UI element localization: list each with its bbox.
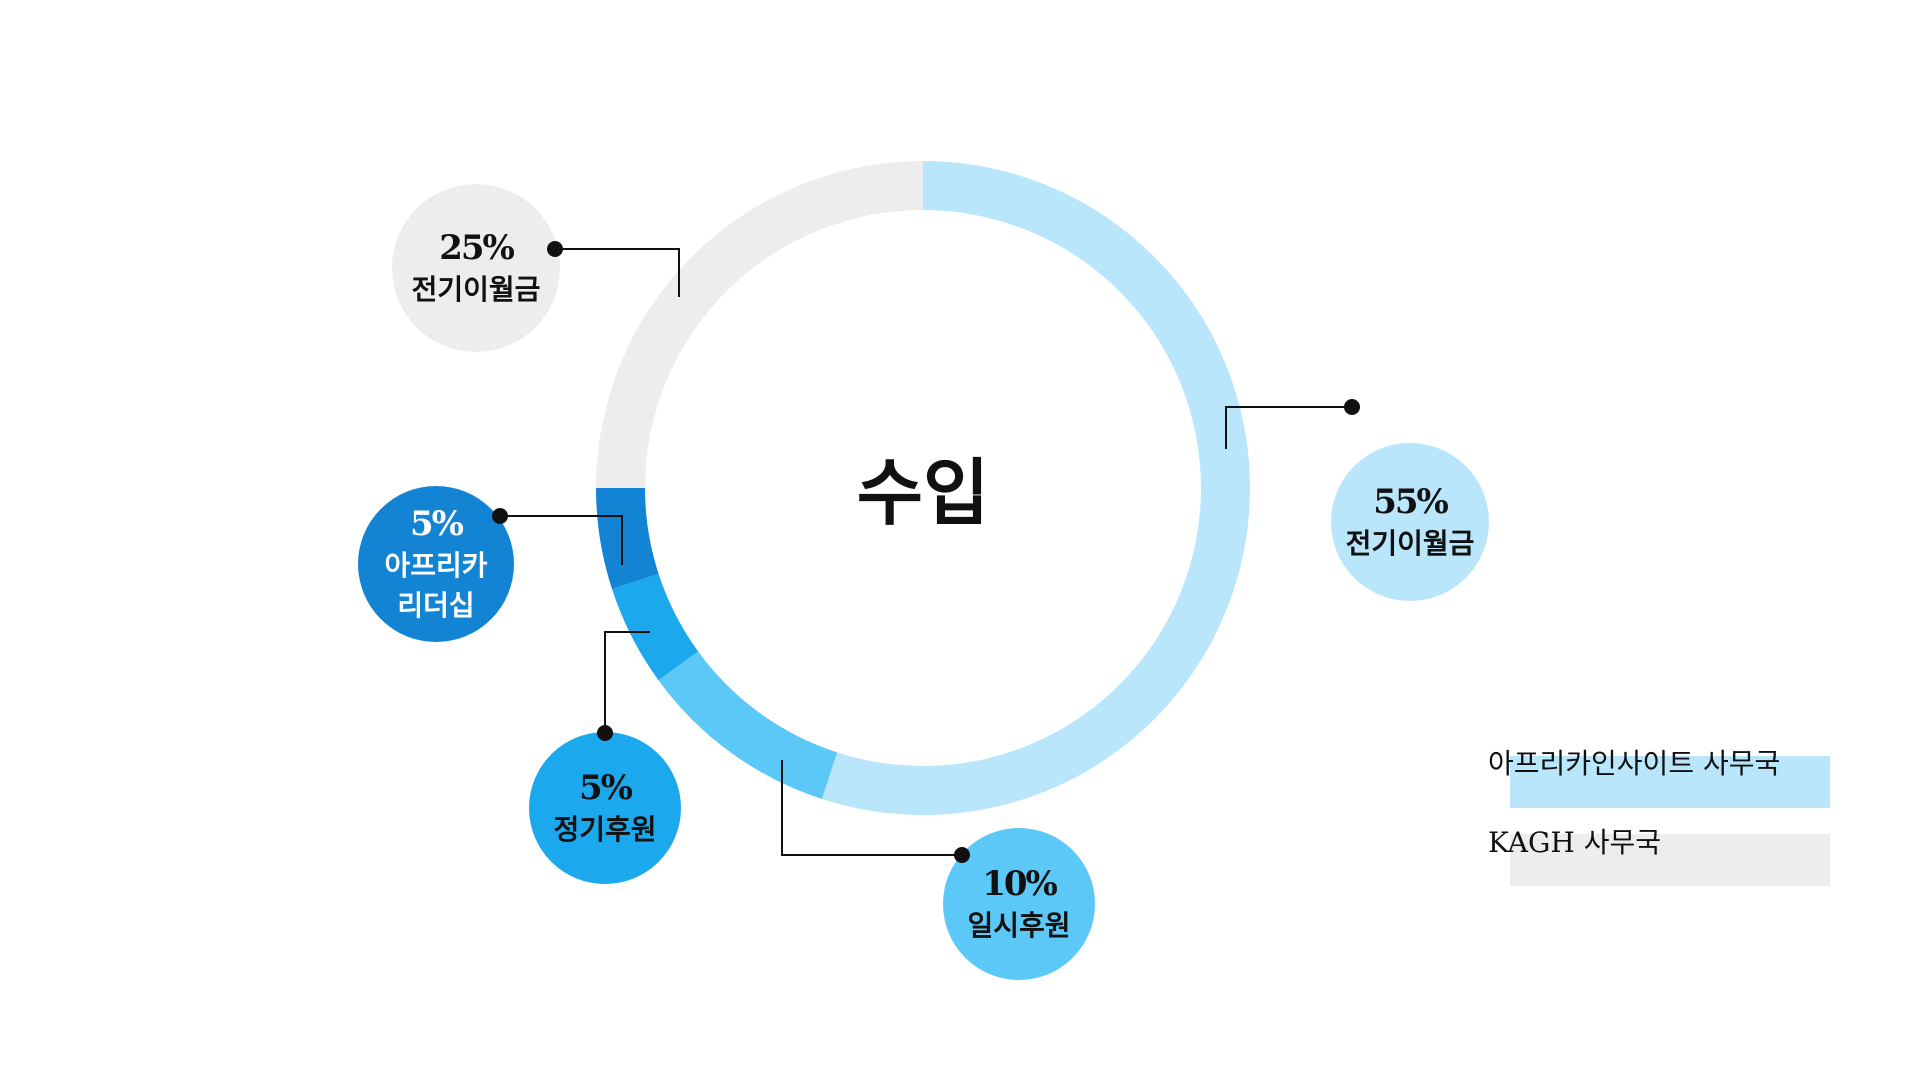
callout-percent: 55% [1373,482,1448,522]
callout-bubble [943,828,1095,980]
callout-label: 리더십 [397,589,474,622]
callout-label: 정기후원 [553,813,656,846]
donut-slice-4 [596,488,659,590]
leader-dot [954,847,970,863]
leader-dot [547,241,563,257]
leader-dot [492,508,508,524]
callout-2: 10% 일시후원 [781,760,1095,980]
callout-label: 아프리카 [384,549,487,582]
callout-bubble [358,486,514,642]
donut-slice-5 [596,161,923,488]
callout-1: 55% 전기이월금 [1225,399,1489,601]
chart-title: 수입 [857,450,989,535]
callout-percent: 5% [579,768,633,808]
callout-5: 25% 전기이월금 [392,184,680,352]
donut-slice-3 [612,573,699,681]
donut-slice-2 [658,651,838,799]
callout-bubble [529,732,681,884]
legend-label-kagh: KAGH 사무국 [1488,826,1661,859]
legend-label-africainsight: 아프리카인사이트 사무국 [1488,747,1780,780]
callout-percent: 10% [982,864,1057,904]
callout-label: 전기이월금 [1346,527,1475,560]
legend: 아프리카인사이트 사무국 KAGH 사무국 [1488,747,1830,886]
callout-bubble [392,184,560,352]
leader-line [500,515,623,565]
callout-label: 전기이월금 [412,273,541,306]
legend-swatch-kagh [1510,834,1830,886]
leader-line [555,248,680,297]
legend-swatch-africainsight [1510,756,1830,808]
leader-line [1225,406,1352,449]
donut-ring [596,161,1250,815]
callout-bubble [1331,443,1489,601]
callout-percent: 5% [410,504,464,544]
leader-line [781,760,962,856]
leader-line [604,631,650,733]
callout-percent: 25% [439,228,514,268]
leader-dot [597,725,613,741]
leader-dot [1344,399,1360,415]
callout-3: 5% 정기후원 [529,631,681,884]
callout-label: 일시후원 [967,909,1070,942]
